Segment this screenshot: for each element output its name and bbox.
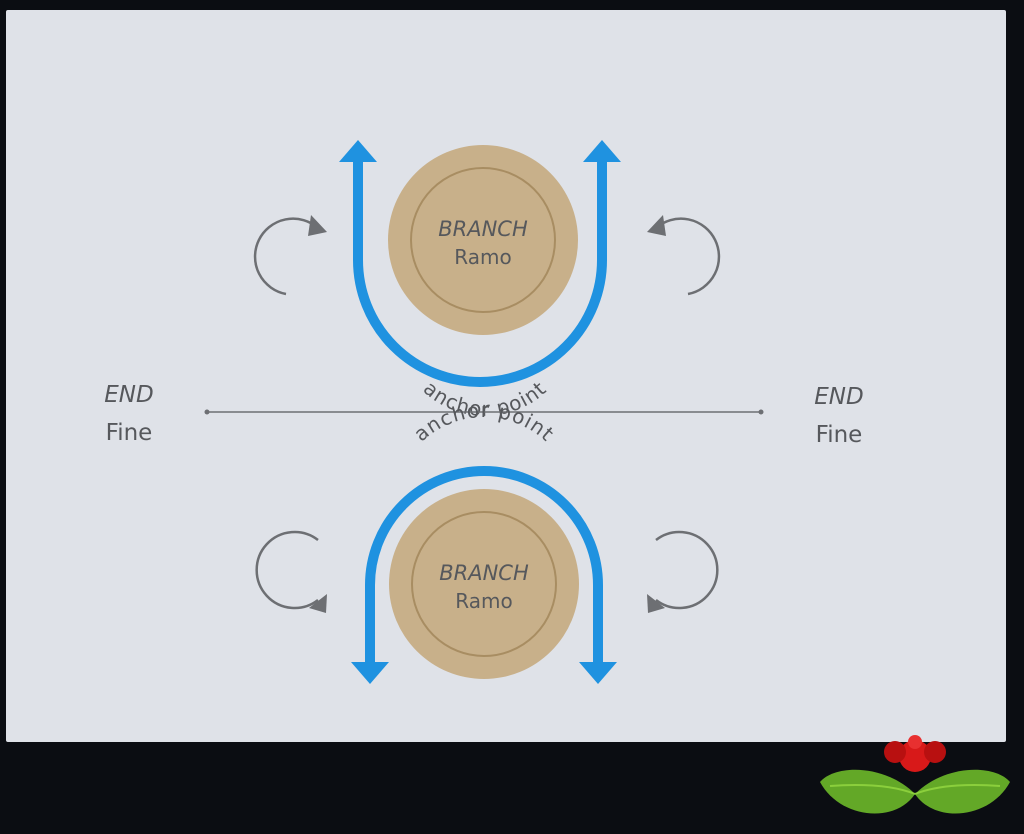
- top-branch-subtitle: Ramo: [454, 245, 511, 269]
- bottom-left-rotate-icon: [255, 530, 319, 610]
- slide-canvas: BRANCH Ramo anchor point B: [6, 10, 1006, 742]
- top-left-rotate-clockwise-icon: [253, 217, 319, 296]
- end-line-left-dot: [204, 409, 210, 415]
- bottom-right-arrowhead-down: [579, 662, 617, 684]
- top-left-arrowhead-up: [339, 140, 377, 162]
- bottom-n-arrow-path: [365, 466, 603, 665]
- top-branch-circle: BRANCH Ramo: [388, 145, 578, 335]
- bottom-right-rotate-icon: [655, 530, 719, 610]
- end-left-title: END: [104, 382, 154, 408]
- channel-logo: [820, 735, 1010, 814]
- bottom-left-arrowhead-down: [351, 662, 389, 684]
- green-leaf-icon: [820, 769, 1010, 814]
- bottom-branch-subtitle: Ramo: [455, 589, 512, 613]
- end-line-right-dot: [758, 409, 764, 415]
- red-flower-icon: [884, 735, 946, 772]
- end-label-left: END Fine: [84, 376, 174, 452]
- end-label-right: END Fine: [794, 378, 884, 454]
- top-right-arrowhead-up: [583, 140, 621, 162]
- top-right-rotate-counterclockwise-icon: [655, 217, 721, 296]
- end-right-title: END: [814, 384, 864, 410]
- branch-anchor-diagram: BRANCH Ramo anchor point B: [204, 140, 764, 684]
- bottom-branch-title: BRANCH: [439, 561, 529, 585]
- bottom-branch-circle: BRANCH Ramo: [389, 489, 579, 679]
- top-right-rotate-arrowhead: [647, 215, 666, 236]
- top-u-arrow-path: [353, 160, 607, 387]
- top-branch-title: BRANCH: [438, 217, 528, 241]
- bottom-left-rotate-arrowhead: [309, 594, 327, 613]
- end-right-subtitle: Fine: [815, 422, 863, 448]
- bottom-right-rotate-arrowhead: [647, 594, 665, 613]
- top-left-rotate-arrowhead: [308, 215, 327, 236]
- end-left-subtitle: Fine: [105, 420, 153, 446]
